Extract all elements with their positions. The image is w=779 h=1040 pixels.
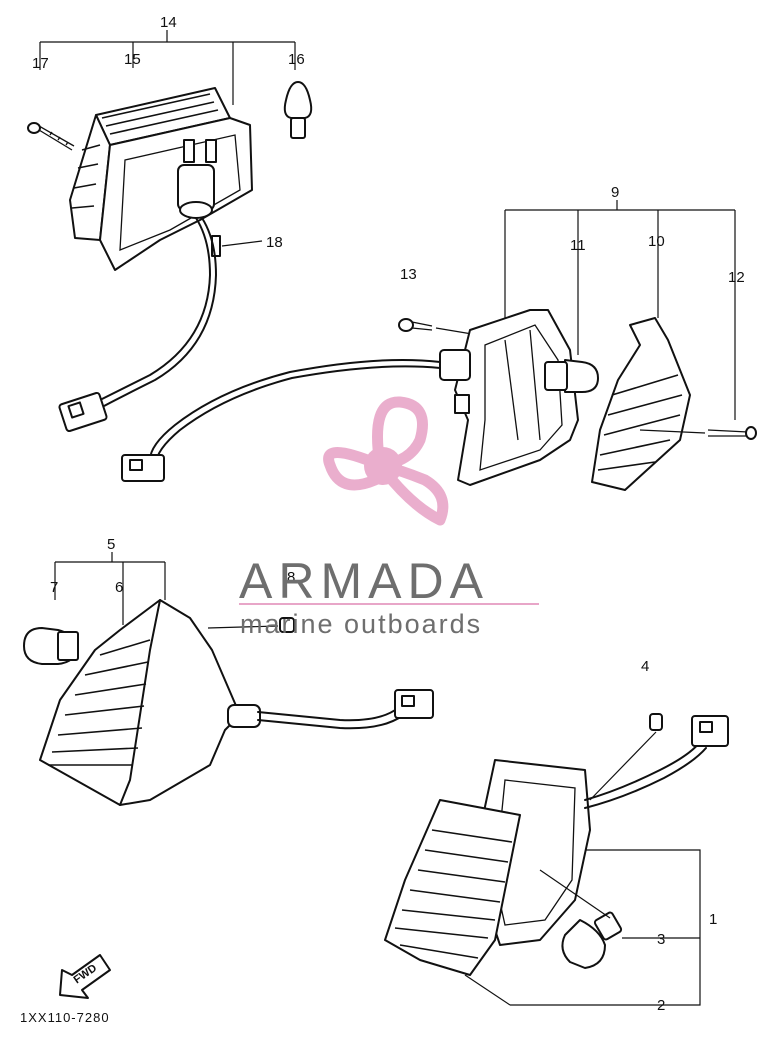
callout-16: 16 [288, 51, 305, 68]
watermark: ARMADA marine outboards [239, 396, 539, 639]
callout-18: 18 [266, 234, 283, 251]
rear-right-lamp-assembly [384, 713, 729, 1006]
callout-4: 4 [641, 658, 649, 675]
callout-11: 11 [570, 237, 586, 254]
brand-rule [239, 603, 539, 605]
lens-10 [591, 317, 691, 491]
callout-2: 2 [657, 997, 665, 1014]
screw-18 [211, 235, 263, 257]
propeller-logo-icon [323, 396, 449, 526]
bulb-7 [23, 627, 79, 665]
screw-12 [639, 426, 757, 440]
connector-rear-right [691, 715, 729, 747]
callout-14: 14 [160, 14, 177, 31]
callout-6: 6 [115, 579, 123, 596]
screw-17 [27, 122, 75, 151]
bulb-11 [544, 359, 599, 393]
lens-2 [384, 799, 521, 1006]
fwd-arrow-icon: FWD [59, 954, 111, 999]
front-right-lamp-assembly [121, 200, 757, 491]
connector-front-right [121, 454, 165, 482]
callout-10: 10 [648, 233, 665, 250]
front-left-lamp-assembly [23, 552, 434, 806]
bulb-16 [283, 81, 313, 139]
screw-8 [207, 617, 295, 633]
callout-3: 3 [657, 931, 665, 948]
callout-17: 17 [32, 55, 49, 72]
callout-13: 13 [400, 266, 417, 283]
callout-8: 8 [287, 569, 295, 586]
screw-13 [398, 318, 473, 335]
callout-12: 12 [728, 269, 745, 286]
screw-4 [589, 713, 663, 801]
callout-9: 9 [611, 184, 619, 201]
brand-tagline: marine outboards [240, 609, 482, 639]
connector-front-left [394, 689, 434, 719]
bulb-3 [539, 869, 623, 969]
callout-7: 7 [50, 579, 58, 596]
connector-rear [58, 391, 108, 433]
rear-lamp-assembly [27, 30, 313, 433]
brand-name: ARMADA [239, 553, 489, 609]
callout-5: 5 [107, 536, 115, 553]
document-number: 1XX110-7280 [20, 1010, 110, 1025]
callout-15: 15 [124, 51, 141, 68]
callout-1: 1 [709, 911, 717, 928]
